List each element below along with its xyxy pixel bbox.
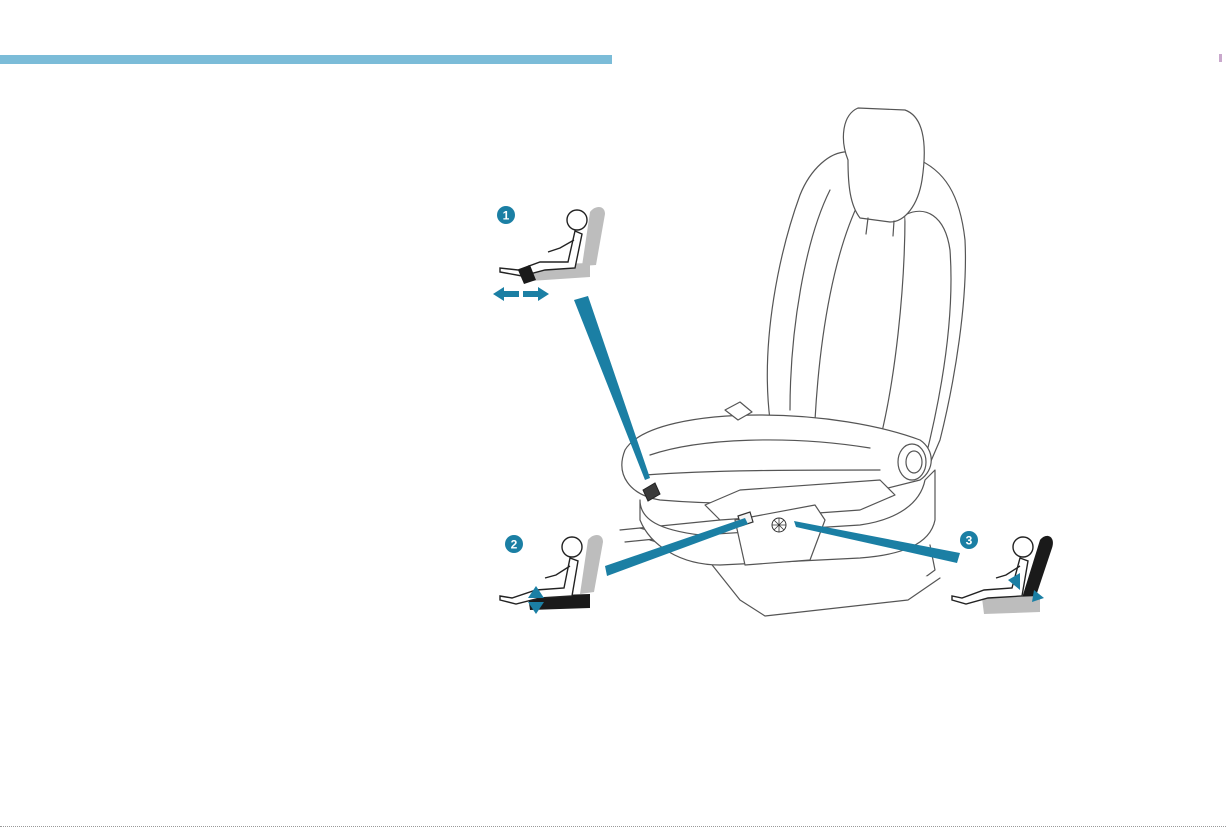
callout-number-2: 2 [511, 538, 518, 552]
icon2-backrest [580, 535, 603, 594]
seat-illustration [620, 108, 965, 616]
callout-number-1: 1 [503, 209, 510, 223]
seat-backrest-icon: 3 [952, 531, 1053, 614]
headrest [843, 108, 924, 222]
seat-fore-aft-icon: 1 [493, 206, 605, 301]
beam-1 [574, 296, 650, 480]
icon3-cushion [982, 596, 1040, 614]
icon3-head [1013, 537, 1033, 557]
seat-height-icon: 2 [500, 535, 603, 614]
icon1-head [567, 210, 587, 230]
recliner-knob-cap [906, 451, 922, 473]
icon2-head [562, 537, 582, 557]
callout-number-3: 3 [966, 534, 973, 548]
double-arrow-icon [493, 287, 549, 301]
control-knob-icon [772, 518, 786, 532]
